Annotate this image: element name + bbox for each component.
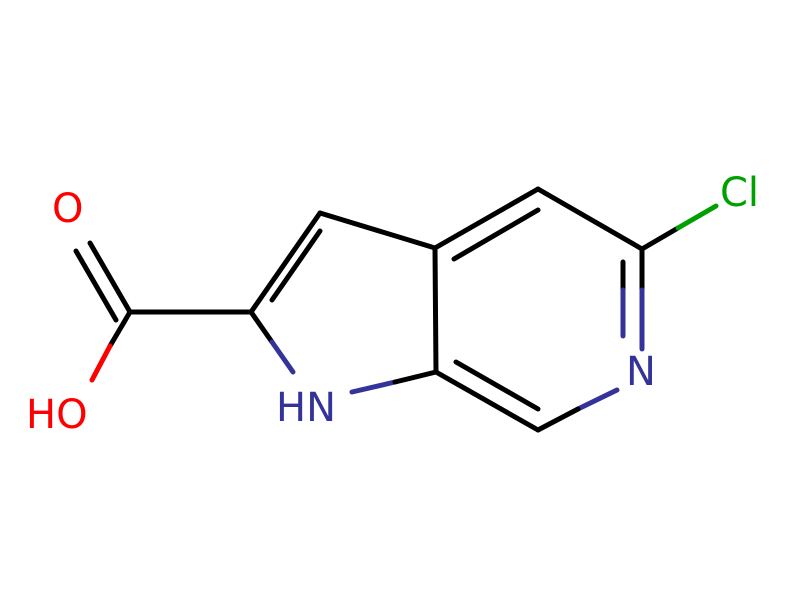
bond-n6-c7 — [535, 406, 581, 433]
bond-c5-cl-green — [675, 203, 719, 231]
bond-c3-c3a — [317, 210, 438, 251]
bond-c5-cl — [639, 225, 681, 252]
bond-c2-c3 — [248, 210, 323, 315]
bond-c4-c5 — [535, 186, 645, 252]
bond-c-o-double-a — [87, 240, 133, 315]
bond-c7-c7a-inner — [453, 359, 541, 412]
atom-label-nh-pyrrole: HN — [276, 385, 336, 431]
bond-c-oh — [107, 309, 133, 349]
bond-n1-c7a-blue — [349, 379, 398, 395]
bond-c-o-double-b — [73, 248, 119, 323]
bond-c2-n1-blue — [269, 339, 296, 375]
bond-c3a-c4-inner — [451, 207, 541, 262]
atom-label-n-pyridine: N — [626, 349, 656, 395]
bond-c3a-c7a — [432, 245, 439, 375]
bond-c3a-c4 — [432, 186, 541, 251]
atom-label-hydroxyl: HO — [26, 392, 88, 438]
atom-label-chlorine: Cl — [720, 170, 759, 216]
bond-c2-c3-inner — [269, 228, 323, 303]
bond-c7-c7a — [433, 369, 541, 433]
bond-n6-c7-blue — [575, 387, 620, 412]
bond-c2-n1 — [248, 309, 275, 345]
atom-label-o-carbonyl: O — [52, 186, 83, 232]
bond-n1-c7a — [392, 369, 439, 385]
bond-c-oh-red — [89, 343, 113, 383]
